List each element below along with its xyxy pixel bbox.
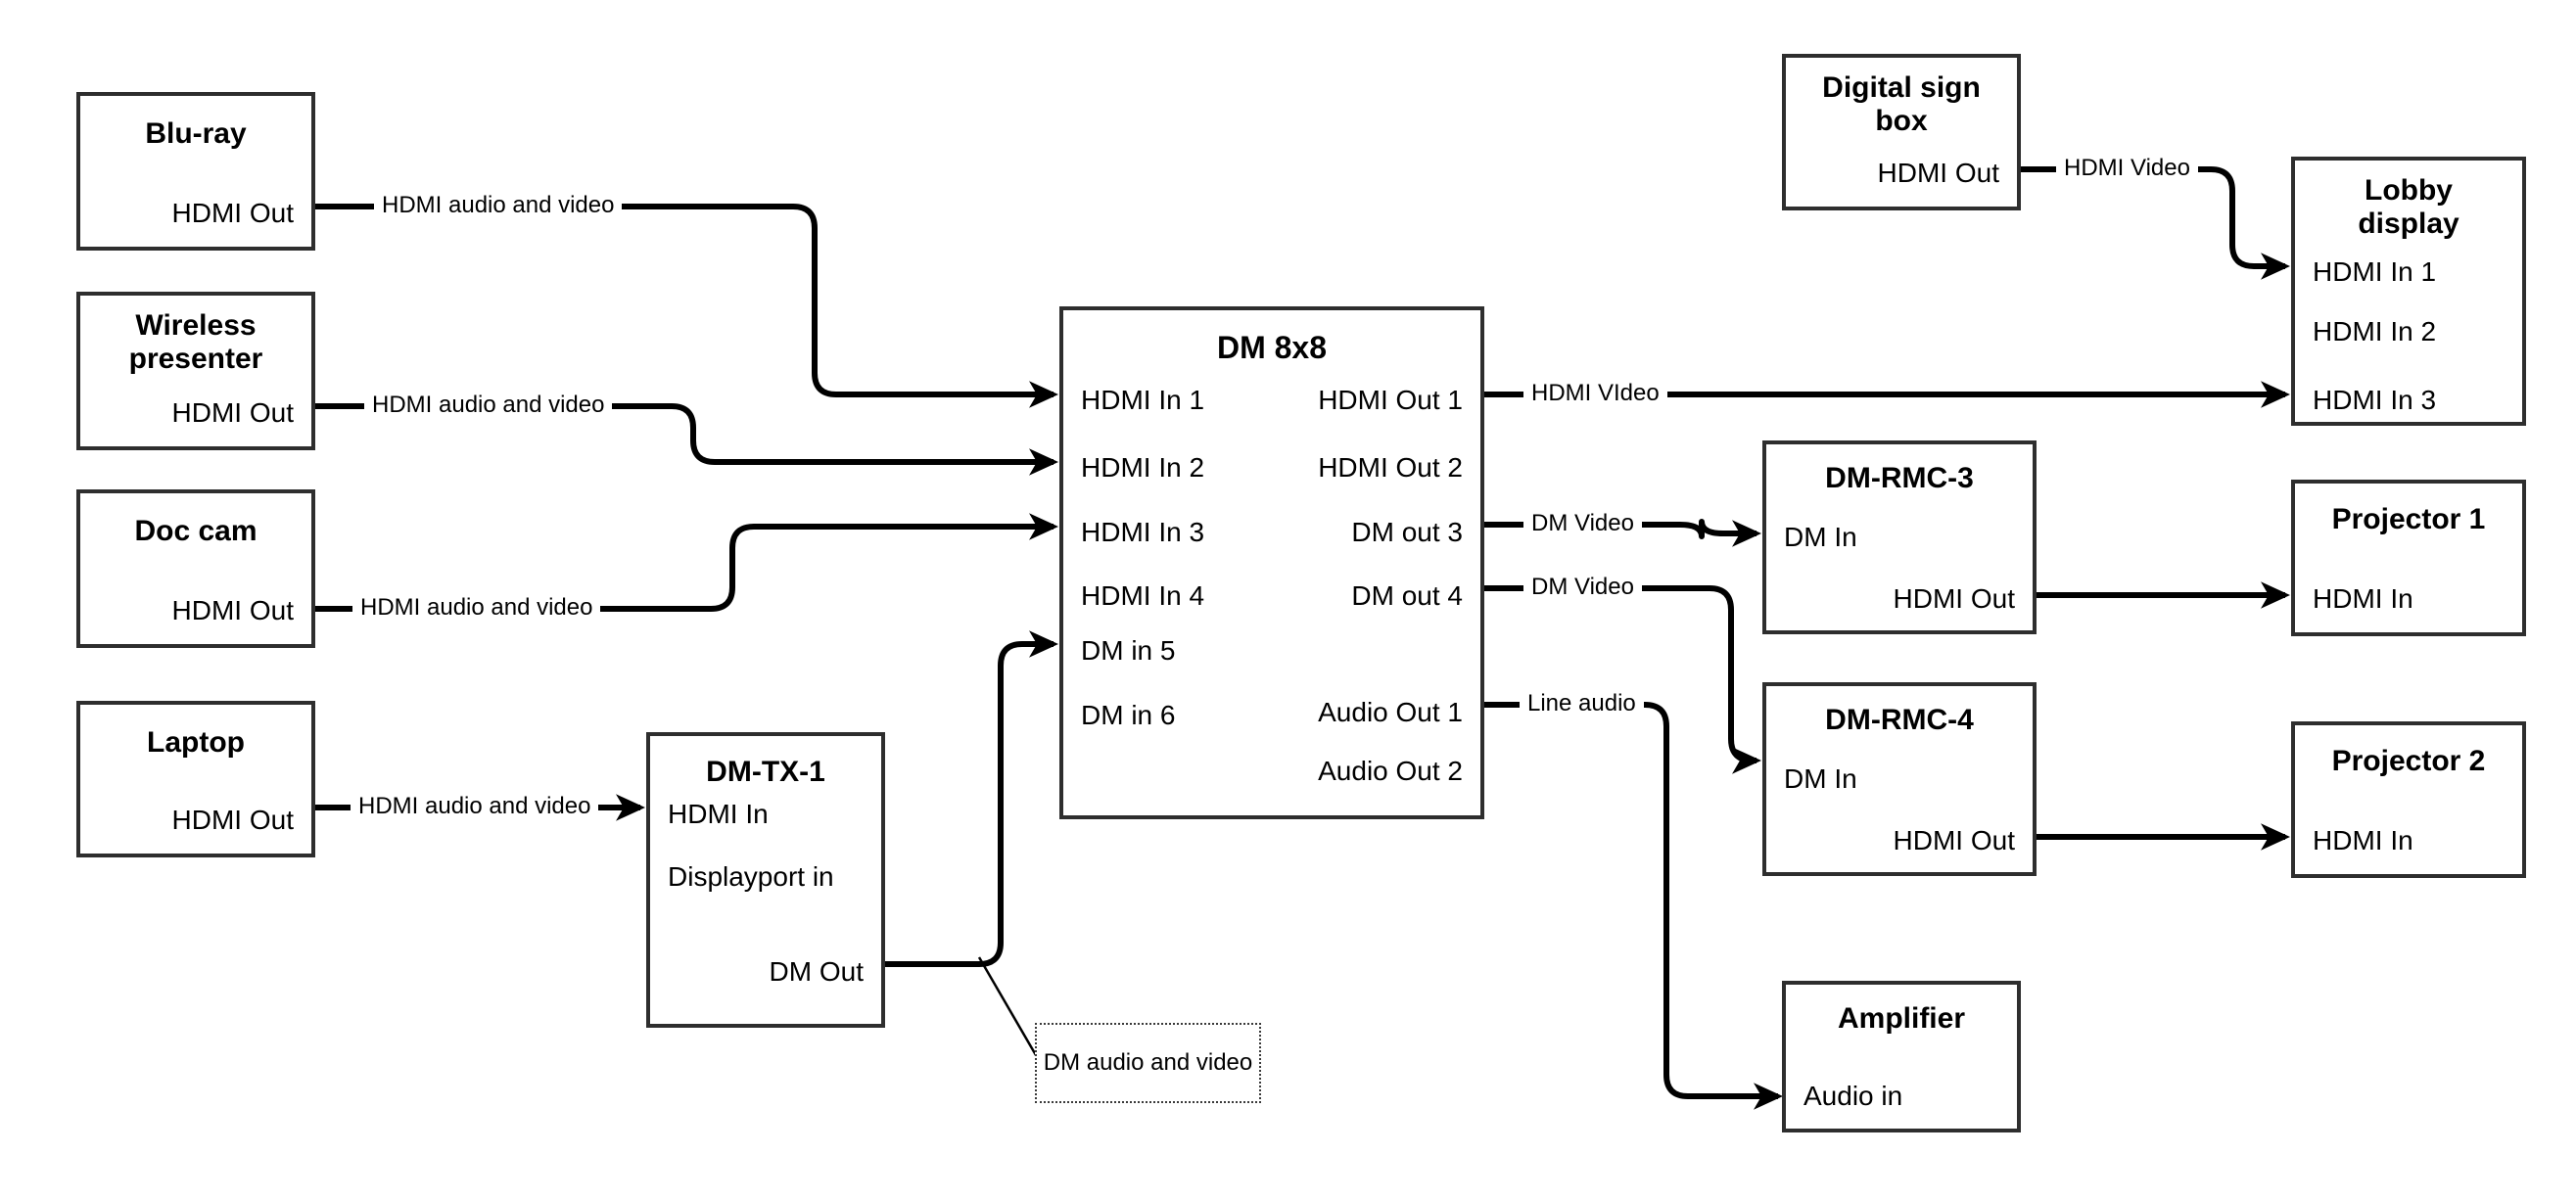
- port-amplifier-audio-in[interactable]: Audio in: [1803, 1081, 1903, 1111]
- port-dm8x8-dm-in-5[interactable]: DM in 5: [1081, 635, 1176, 666]
- port-rmc4-dm-in[interactable]: DM In: [1784, 763, 1857, 794]
- node-dm-tx-1[interactable]: DM-TX-1 HDMI In Displayport in DM Out: [646, 732, 885, 1028]
- port-projector2-hdmi-in[interactable]: HDMI In: [2313, 825, 2413, 855]
- wire-audio-out-1-to-amplifier: [1484, 702, 1783, 1110]
- node-laptop-title: Laptop: [147, 726, 245, 759]
- port-dm8x8-hdmi-out-1[interactable]: HDMI Out 1: [1318, 385, 1463, 415]
- port-dm8x8-hdmi-in-2[interactable]: HDMI In 2: [1081, 452, 1205, 483]
- node-bluray[interactable]: Blu-ray HDMI Out: [76, 92, 315, 251]
- wire-bluray-to-hdmi-in-1: [315, 204, 1058, 408]
- port-laptop-hdmi-out[interactable]: HDMI Out: [171, 805, 294, 835]
- port-dm8x8-hdmi-out-2[interactable]: HDMI Out 2: [1318, 452, 1463, 483]
- node-bluray-title: Blu-ray: [145, 117, 247, 150]
- port-dmtx1-displayport-in[interactable]: Displayport in: [668, 861, 834, 892]
- port-dm8x8-hdmi-in-1[interactable]: HDMI In 1: [1081, 385, 1205, 415]
- edge-label-audio-out-1-to-amplifier: Line audio: [1520, 692, 1644, 716]
- edge-label-hdmi-out-1-to-lobby: HDMI VIdeo: [1523, 382, 1667, 405]
- port-lobby-hdmi-in-2[interactable]: HDMI In 2: [2313, 316, 2437, 346]
- node-dm-rmc-3[interactable]: DM-RMC-3 DM In HDMI Out: [1762, 440, 2037, 634]
- node-amplifier-title: Amplifier: [1837, 1002, 1966, 1035]
- node-dm-8x8-title: DM 8x8: [1216, 330, 1328, 365]
- port-dm8x8-dm-out-3[interactable]: DM out 3: [1351, 517, 1463, 547]
- port-dm8x8-hdmi-in-4[interactable]: HDMI In 4: [1081, 580, 1205, 611]
- port-doccam-hdmi-out[interactable]: HDMI Out: [171, 595, 294, 625]
- port-rmc3-dm-in[interactable]: DM In: [1784, 522, 1857, 552]
- port-dmtx1-hdmi-in[interactable]: HDMI In: [668, 799, 769, 829]
- node-projector-2-title: Projector 2: [2331, 745, 2486, 777]
- node-digital-sign-box[interactable]: Digital sign box HDMI Out: [1782, 54, 2021, 210]
- node-lobby-display-title: Lobby display: [2358, 174, 2459, 241]
- edge-label-signbox-to-lobby: HDMI Video: [2056, 157, 2198, 180]
- wire-wireless-to-hdmi-in-2: [315, 403, 1058, 476]
- port-bluray-hdmi-out[interactable]: HDMI Out: [171, 198, 294, 228]
- node-wireless-presenter-title: Wireless presenter: [128, 309, 263, 376]
- port-dmtx1-dm-out[interactable]: DM Out: [769, 956, 864, 987]
- node-laptop[interactable]: Laptop HDMI Out: [76, 701, 315, 857]
- edge-label-dm-out-4-to-rmc4: DM Video: [1523, 576, 1642, 599]
- node-projector-1-title: Projector 1: [2331, 503, 2486, 535]
- port-dm8x8-hdmi-in-3[interactable]: HDMI In 3: [1081, 517, 1205, 547]
- node-wireless-presenter[interactable]: Wireless presenter HDMI Out: [76, 292, 315, 450]
- wire-dmtx1-to-dm-in-5: [881, 630, 1058, 967]
- port-dm8x8-dm-in-6[interactable]: DM in 6: [1081, 700, 1176, 730]
- node-lobby-display[interactable]: Lobby display HDMI In 1 HDMI In 2 HDMI I…: [2291, 157, 2526, 426]
- node-projector-1[interactable]: Projector 1 HDMI In: [2291, 480, 2526, 636]
- port-rmc3-hdmi-out[interactable]: HDMI Out: [1893, 583, 2015, 614]
- node-doc-cam-title: Doc cam: [134, 515, 258, 547]
- port-dm8x8-dm-out-4[interactable]: DM out 4: [1351, 580, 1463, 611]
- leader-line-dm-note: [977, 956, 1038, 1056]
- wire-dm-out-3-to-rmc3: [1484, 519, 1761, 547]
- node-doc-cam[interactable]: Doc cam HDMI Out: [76, 489, 315, 648]
- node-dm-rmc-4-title: DM-RMC-4: [1825, 704, 1974, 736]
- edge-label-bluray-to-hdmi-in-1: HDMI audio and video: [374, 194, 623, 217]
- node-amplifier[interactable]: Amplifier Audio in: [1782, 981, 2021, 1132]
- node-projector-2[interactable]: Projector 2 HDMI In: [2291, 721, 2526, 878]
- wire-dm-out-4-to-rmc4: [1484, 585, 1761, 774]
- port-dm8x8-audio-out-1[interactable]: Audio Out 1: [1318, 697, 1463, 727]
- node-dm-rmc-4[interactable]: DM-RMC-4 DM In HDMI Out: [1762, 682, 2037, 876]
- note-dm-audio-and-video: DM audio and video: [1035, 1023, 1261, 1103]
- port-signbox-hdmi-out[interactable]: HDMI Out: [1877, 158, 1999, 188]
- node-dm-8x8[interactable]: DM 8x8 HDMI In 1 HDMI In 2 HDMI In 3 HDM…: [1059, 306, 1484, 819]
- wire-signbox-to-lobby-hdmi-in-1: [2017, 166, 2290, 280]
- note-dm-audio-and-video-text: DM audio and video: [1043, 1048, 1253, 1076]
- node-digital-sign-box-title: Digital sign box: [1822, 71, 1981, 138]
- edge-label-doccam-to-hdmi-in-3: HDMI audio and video: [352, 596, 601, 620]
- port-wireless-hdmi-out[interactable]: HDMI Out: [171, 397, 294, 428]
- node-dm-tx-1-title: DM-TX-1: [706, 756, 825, 788]
- port-rmc4-hdmi-out[interactable]: HDMI Out: [1893, 825, 2015, 855]
- node-dm-rmc-3-title: DM-RMC-3: [1825, 462, 1974, 494]
- edge-label-dm-out-3-to-rmc3: DM Video: [1523, 512, 1642, 535]
- port-lobby-hdmi-in-1[interactable]: HDMI In 1: [2313, 256, 2437, 287]
- port-lobby-hdmi-in-3[interactable]: HDMI In 3: [2313, 385, 2437, 415]
- port-projector1-hdmi-in[interactable]: HDMI In: [2313, 583, 2413, 614]
- port-dm8x8-audio-out-2[interactable]: Audio Out 2: [1318, 756, 1463, 786]
- edge-label-laptop-to-dmtx1: HDMI audio and video: [351, 795, 599, 818]
- wire-doccam-to-hdmi-in-3: [315, 513, 1058, 612]
- edge-label-wireless-to-hdmi-in-2: HDMI audio and video: [364, 393, 613, 417]
